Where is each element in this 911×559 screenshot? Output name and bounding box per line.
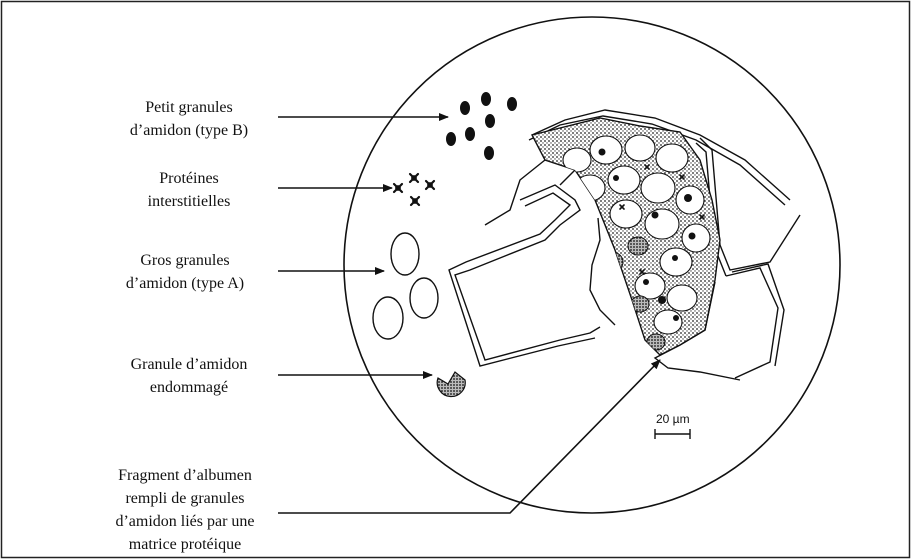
albumen-fragment — [532, 118, 720, 355]
large-granules-type-a — [373, 233, 438, 339]
label-interstitial-proteins: Protéines interstitielles — [114, 167, 264, 213]
arrow-fragment — [278, 360, 660, 513]
label-damaged-granule: Granule d’amidon endommagé — [104, 353, 274, 399]
interstitial-proteins — [394, 174, 434, 205]
albumen-outer-shell — [449, 185, 615, 366]
label-small-granules: Petit granules d’amidon (type B) — [104, 96, 274, 142]
small-granules-type-b — [446, 92, 517, 160]
label-large-granules: Gros granules d’amidon (type A) — [100, 249, 270, 295]
scale-bar — [655, 429, 690, 439]
damaged-starch-granule — [437, 372, 465, 397]
label-albumen-fragment: Fragment d’albumen rempli de granules d’… — [90, 464, 280, 556]
scale-bar-label: 20 µm — [656, 412, 690, 426]
